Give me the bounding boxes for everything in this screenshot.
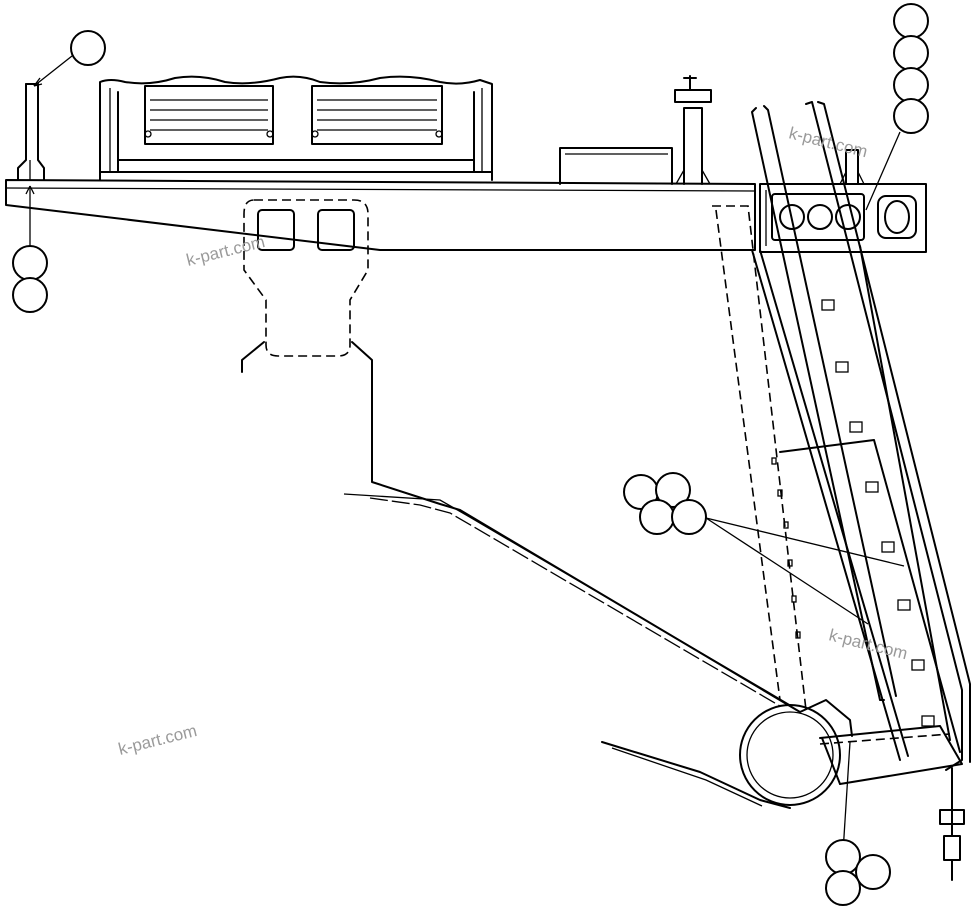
- watermark-mid-right: k-part.com: [827, 625, 910, 663]
- callout-circle: [12, 245, 48, 281]
- callout-circle: [825, 839, 861, 875]
- bottom-bolt: [939, 767, 965, 881]
- watermark-top-right: k-part.com: [787, 123, 870, 161]
- small-box: [559, 147, 673, 185]
- callout-circle: [893, 67, 929, 103]
- main-beam: [5, 179, 756, 251]
- beam-bracket: [243, 199, 369, 357]
- callout-group-middle: [623, 472, 707, 535]
- callout-circle: [12, 277, 48, 313]
- callout-circle: [70, 30, 106, 66]
- callout-group-bottom: [825, 839, 891, 906]
- callout-circle: [893, 98, 929, 134]
- left-post: [17, 83, 45, 181]
- inclined-arm: [712, 101, 971, 785]
- callout-circle: [655, 472, 691, 508]
- watermark-bottom-left: k-part.com: [116, 721, 199, 759]
- right-box: [759, 183, 927, 253]
- callout-circle: [855, 854, 891, 890]
- radiator-unit: [99, 75, 493, 181]
- callout-group-top-right: [893, 3, 929, 134]
- upright-post: [674, 75, 712, 185]
- callout-group-top-left: [70, 30, 106, 66]
- callout-circle: [893, 3, 929, 39]
- callout-circle: [639, 499, 675, 535]
- callout-circle: [671, 499, 707, 535]
- callout-circle: [893, 35, 929, 71]
- callout-circle: [825, 870, 861, 906]
- pivot-drum: [739, 704, 841, 806]
- callout-group-left: [12, 245, 48, 313]
- watermark-top-left: k-part.com: [184, 232, 267, 270]
- frame-body: [241, 341, 853, 809]
